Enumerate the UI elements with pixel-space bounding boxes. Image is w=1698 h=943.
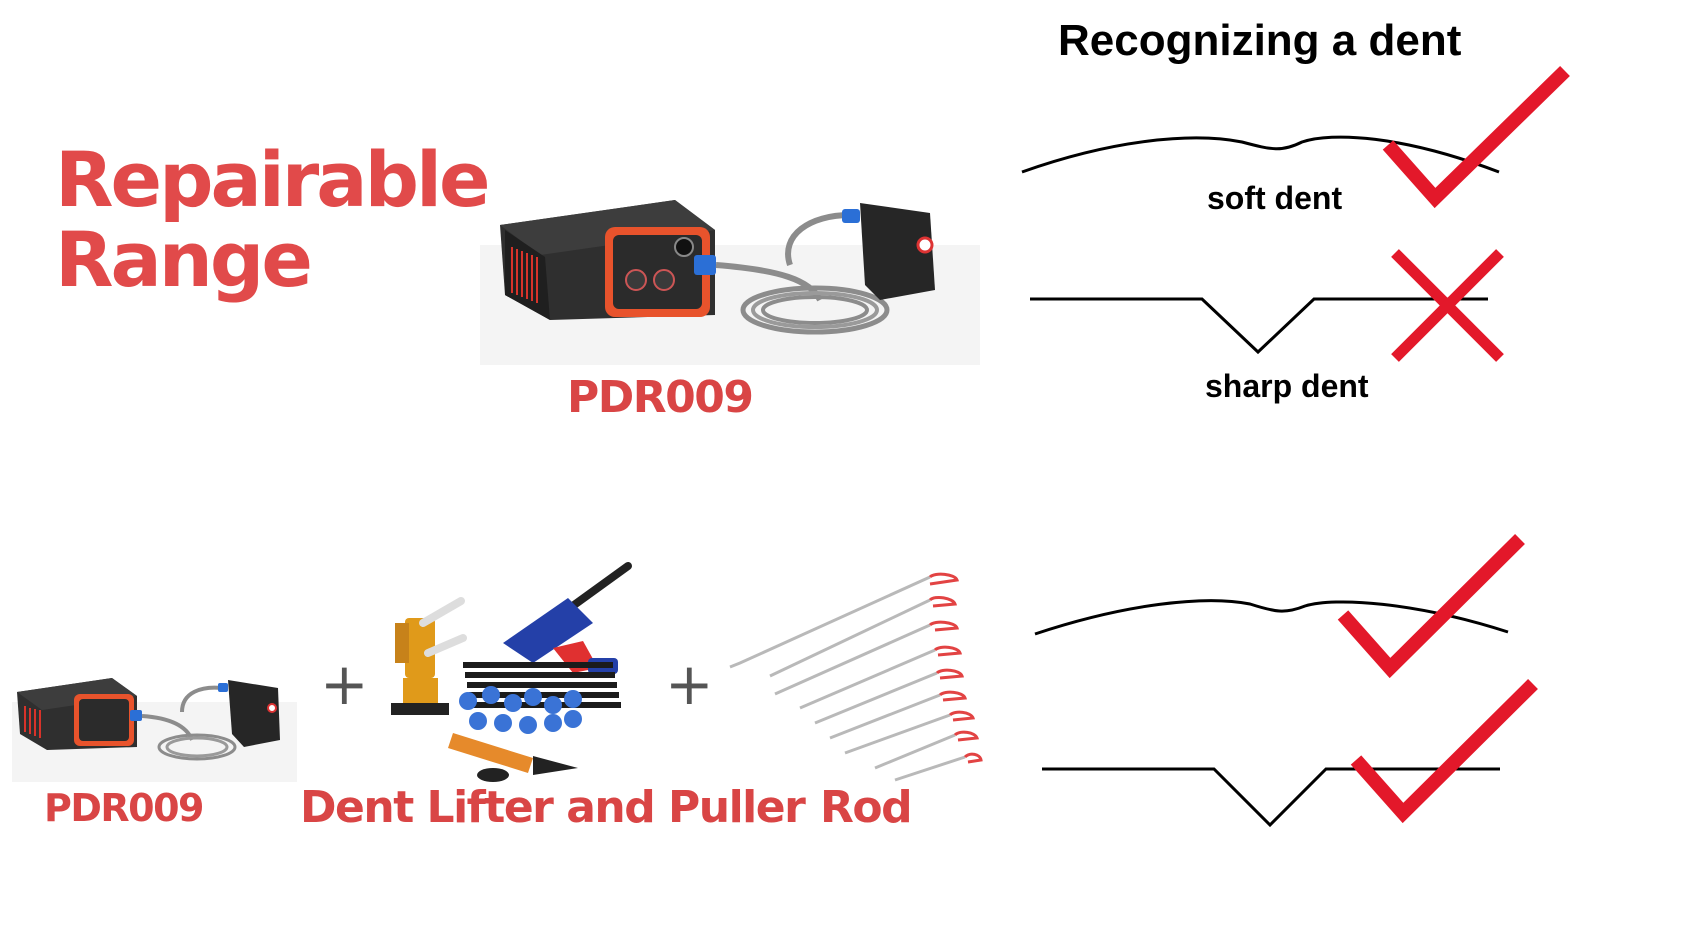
dent-lifter-kit-illustration xyxy=(391,562,632,782)
top-product-label: PDR009 xyxy=(567,372,754,423)
plus-sign-2: + xyxy=(665,650,714,718)
bottom-sharp-dent-curve xyxy=(1042,767,1500,828)
sharp-dent-label: sharp dent xyxy=(1205,368,1369,404)
repairable-title: Repairable Range xyxy=(55,135,491,304)
pdr009-small-illustration xyxy=(12,678,297,782)
title-line-2: Range xyxy=(55,215,313,304)
title-line-1: Repairable xyxy=(55,135,491,224)
check-icon xyxy=(1382,65,1570,209)
check-icon xyxy=(1350,679,1538,824)
dent-lifter-label: Dent Lifter and Puller xyxy=(300,782,806,833)
recognizing-dent-header: Recognizing a dent xyxy=(1058,16,1462,65)
bottom-soft-dent-curve xyxy=(1034,599,1509,636)
soft-dent-label: soft dent xyxy=(1207,180,1343,216)
cross-icon xyxy=(1391,249,1504,362)
soft-dent-curve xyxy=(1021,135,1500,174)
rod-label: Rod xyxy=(820,782,913,833)
rods-illustration xyxy=(729,572,983,782)
pdr009-device-illustration xyxy=(480,200,980,365)
plus-sign-1: + xyxy=(320,650,369,718)
bottom-pdr009-label: PDR009 xyxy=(44,786,204,830)
sharp-dent-curve xyxy=(1030,297,1488,355)
check-icon xyxy=(1337,534,1525,679)
